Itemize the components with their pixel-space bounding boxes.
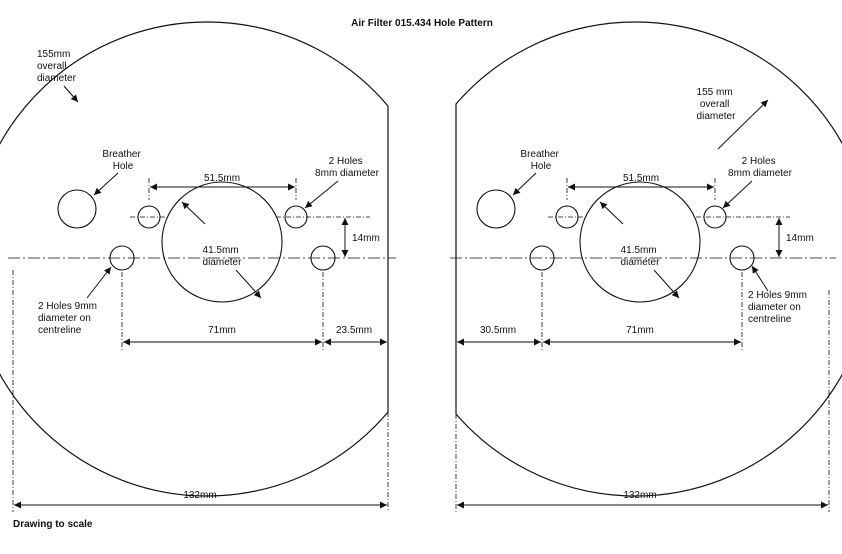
left-dim-71: 71mm <box>208 325 236 336</box>
left-9mm-holes-label: 2 Holes 9mm diameter on centreline <box>38 301 100 336</box>
drawing-to-scale-note: Drawing to scale <box>13 519 93 530</box>
left-overall-diameter-label: 155mm overall diameter <box>37 49 77 84</box>
right-center-hole <box>579 181 701 303</box>
right-dim-14: 14mm <box>786 233 814 244</box>
left-center-diameter-label: 41.5mm diameter <box>203 245 243 268</box>
right-9mm-hole-1 <box>529 245 555 271</box>
right-center-diameter-label: 41.5mm diameter <box>621 245 661 268</box>
left-plate: 51.5mm 14mm 41.5mm diameter 71mm 23.5mm … <box>0 21 396 512</box>
left-9mm-hole-2 <box>310 245 336 271</box>
right-9mm-hole-2 <box>729 245 755 271</box>
right-plate-outline <box>455 21 842 497</box>
left-plate-outline <box>0 21 389 497</box>
right-dim-132: 132mm <box>623 490 656 501</box>
right-plate: 51.5mm 14mm 41.5mm diameter 30.5mm 71mm … <box>450 21 842 512</box>
left-dim-23-5: 23.5mm <box>336 325 372 336</box>
left-dim-132: 132mm <box>183 490 216 501</box>
right-breather-label: Breather Hole <box>520 149 561 172</box>
right-overall-diameter-label: 155 mm overall diameter <box>697 87 737 122</box>
right-dim-30-5: 30.5mm <box>480 325 516 336</box>
left-dim-14: 14mm <box>352 233 380 244</box>
left-9mm-hole-1 <box>109 245 135 271</box>
left-breather-hole <box>57 189 97 229</box>
right-8mm-holes-label: 2 Holes 8mm diameter <box>728 156 793 179</box>
right-breather-hole <box>476 189 516 229</box>
drawing-title: Air Filter 015.434 Hole Pattern <box>351 18 493 29</box>
right-dim-71: 71mm <box>626 325 654 336</box>
right-9mm-holes-label: 2 Holes 9mm diameter on centreline <box>748 290 810 325</box>
left-center-hole <box>161 181 283 303</box>
left-breather-label: Breather Hole <box>102 149 143 172</box>
left-dim-51-5: 51.5mm <box>204 173 240 184</box>
left-8mm-holes-label: 2 Holes 8mm diameter <box>315 156 380 179</box>
right-dim-51-5: 51.5mm <box>623 173 659 184</box>
